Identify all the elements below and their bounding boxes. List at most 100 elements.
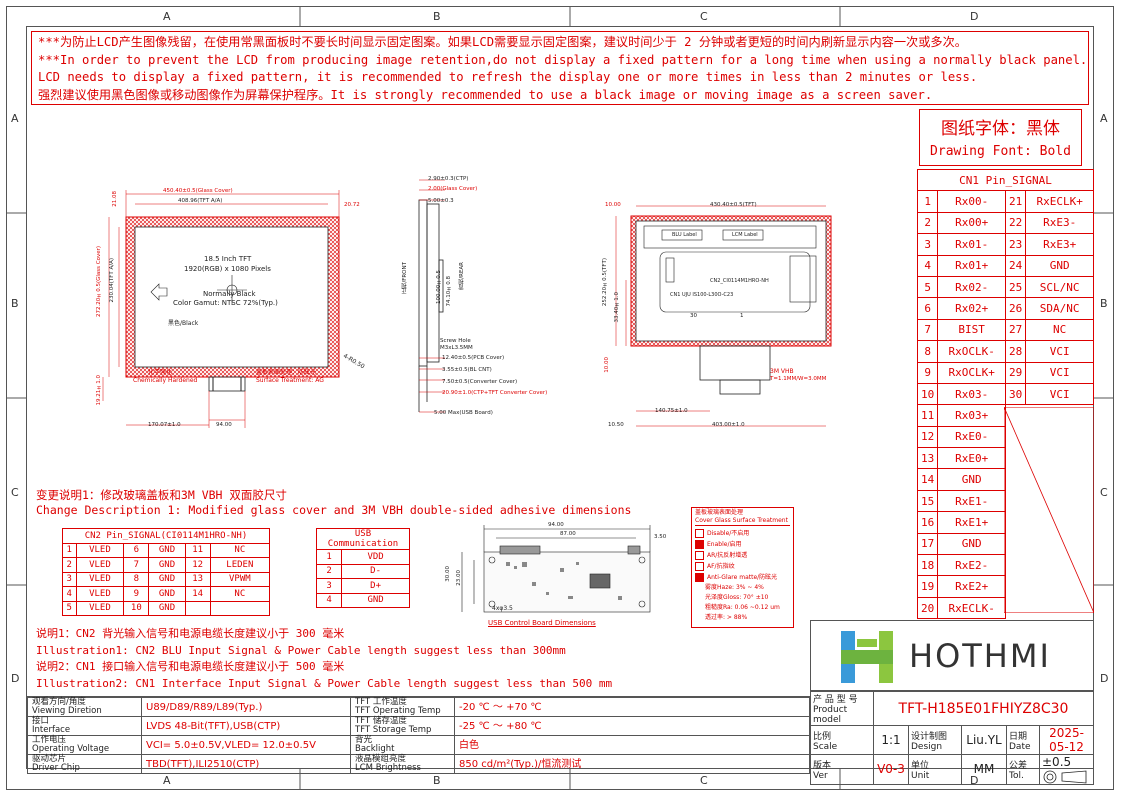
rear-fpc-pos: 140.75±1.0 (655, 408, 688, 414)
treatment-title-en: Cover Glass Surface Treatment (695, 517, 790, 526)
side-pcb-cover: 12.40±0.5(PCB Cover) (442, 355, 505, 361)
cn2-cell: NC (209, 542, 271, 558)
cn1-cell: 27 (1004, 318, 1027, 342)
cn2-cell: LEDEN (209, 557, 271, 573)
spec-value: -20 ℃ ～ +70 ℃ (454, 697, 810, 717)
cn1-cell: 11 (916, 404, 939, 427)
zone-label-top: A (163, 10, 171, 23)
logo-area: HOTHMI (810, 620, 1094, 691)
side-bl-cnt: 3.55±0.5(BL CNT) (442, 367, 492, 373)
usb-w3: 3.50 (654, 534, 667, 540)
drawing-font-box: 图纸字体：黑体 Drawing Font: Bold (919, 109, 1082, 166)
cn2-cell: GND (148, 571, 186, 587)
cn1-cell: 17 (916, 532, 939, 556)
cn1-cell: Rx00+ (937, 211, 1006, 235)
front-view-drawing (102, 190, 340, 428)
usb-cell: 3 (315, 578, 343, 594)
side-screw-hole: Screw Hole (440, 338, 471, 344)
side-rear-label: 背视/REAR (459, 262, 465, 290)
rear-panel (635, 220, 827, 342)
cn2-cell: VLED (75, 586, 125, 602)
treatment-spec: 光泽度Gloss: 70° ±10 (705, 594, 769, 601)
notice-line: ***In order to prevent the LCD from prod… (38, 52, 1089, 67)
front-glass-height: 272.20±0.5(Glass Cover) (96, 246, 102, 318)
side-front-label: 正视/FRONT (402, 262, 408, 294)
side-v1: 100.00±0.5 (436, 270, 442, 304)
zone-label-side: D (11, 672, 20, 685)
rear-vhb: 3M VHB (770, 368, 794, 375)
cn2-cell: 1 (62, 542, 77, 558)
side-ctp-thickness: 2.90±0.3(CTP) (428, 176, 469, 182)
front-tft-height: 230.04(TFT A/A) (109, 258, 115, 303)
tb-unit: MM (961, 754, 1007, 785)
image-retention-notice: ***为防止LCD产生图像残留，在使用常黑面板时不要长时间显示固定图案。如果LC… (31, 31, 1089, 105)
cn1-cell: RxOCLK+ (937, 361, 1006, 384)
drawing-font-en: Drawing Font: Bold (930, 144, 1071, 159)
usb-cell: GND (341, 592, 410, 608)
usb-board-drawing (461, 525, 651, 613)
tb-tol-cell: ±0.5 (1039, 754, 1094, 785)
cn1-cell: RxE0+ (937, 447, 1006, 470)
cn1-cell: 8 (916, 340, 939, 363)
front-chem-cn: 化学强化 (148, 369, 173, 376)
rear-view-drawing (615, 205, 832, 427)
cn2-cell: 5 (62, 600, 77, 616)
treatment-item: Disable/不启用 (695, 528, 790, 539)
treatment-label: Disable/不启用 (707, 530, 750, 537)
tft-active-area (134, 226, 329, 368)
cn2-cell: 4 (62, 586, 77, 602)
change-desc-en: Change Description 1: Modified glass cov… (36, 503, 632, 517)
cn2-cell (184, 600, 211, 616)
side-total: 20.90±1.0(CTP+TFT Converter Cover) (442, 390, 548, 396)
tb-scale: 1:1 (873, 725, 909, 755)
rear-bottom-left: 10.00 (604, 357, 610, 373)
cn1-cell: 15 (916, 489, 939, 513)
side-glass-thickness: 2.00(Glass Cover) (428, 186, 478, 192)
cn1-cell: 13 (916, 447, 939, 470)
cn1-cell: 29 (1004, 361, 1027, 384)
cn2-cell: 12 (184, 557, 211, 573)
side-view-drawing (418, 179, 445, 413)
cn2-cell: NC (209, 586, 271, 602)
zone-label-top: B (433, 10, 441, 23)
front-glass-width: 450.40±0.5(Glass Cover) (163, 188, 233, 194)
cn1-cell: 26 (1004, 297, 1027, 320)
usb-cell: 4 (315, 592, 343, 608)
cn2-cell: VLED (75, 571, 125, 587)
treatment-label: AF/抗指纹 (707, 563, 735, 570)
spec-value: VCI= 5.0±0.5V,VLED= 12.0±0.5V (141, 735, 351, 755)
notice-line: 强烈建议使用黑色图像或移动图像作为屏幕保护程序。It is strongly r… (38, 87, 933, 102)
cn1-cell: 22 (1004, 211, 1027, 235)
treatment-label: Anti-Glare matte/防眩光 (707, 574, 778, 581)
cn1-cell: RxE1- (937, 489, 1006, 513)
rear-bottom-b: 10.50 (608, 422, 624, 428)
usb-h2: 23.00 (456, 570, 462, 586)
logo-text: HOTHMI (909, 637, 1051, 675)
treatment-label: AR/抗反射增透 (707, 552, 748, 559)
spec-value: LVDS 48-Bit(TFT),USB(CTP) (141, 716, 351, 736)
cn1-cell: Rx00- (937, 190, 1006, 213)
treatment-item: Anti-Glare matte/防眩光 (695, 572, 790, 583)
spec-value: TBD(TFT),ILI2510(CTP) (141, 754, 351, 774)
cn1-cell: 7 (916, 318, 939, 342)
cn1-cell: 25 (1004, 275, 1027, 299)
zone-label-side: C (1100, 486, 1108, 499)
cn1-cell: VCI (1025, 361, 1094, 384)
cn1-cell: BIST (937, 318, 1006, 342)
cn1-cell: 24 (1004, 254, 1027, 277)
cn2-cell: 6 (123, 542, 150, 558)
front-surface-en: Surface Treatment: AG (256, 377, 324, 384)
cn1-cell: GND (937, 532, 1006, 556)
